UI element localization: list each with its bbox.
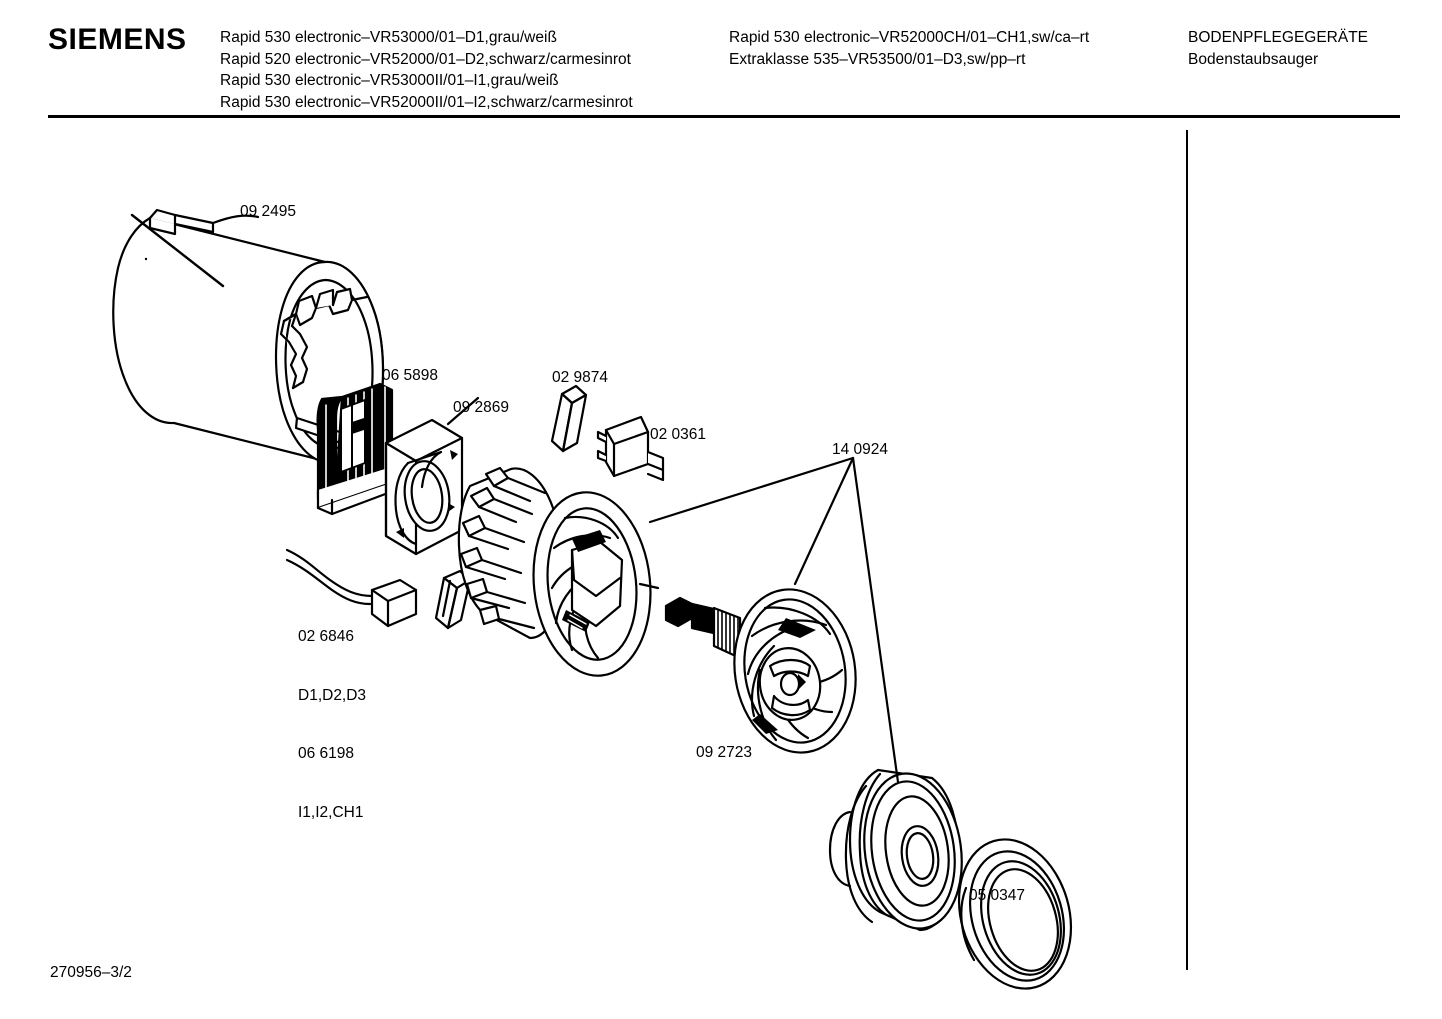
vertical-divider-rule — [1186, 130, 1188, 970]
cable-variant-1: D1,D2,D3 — [298, 686, 367, 704]
model-list-left: Rapid 530 electronic–VR53000/01–D1,grau/… — [220, 27, 633, 113]
leader-line-bearing-bracket — [446, 396, 480, 426]
page-header: SIEMENS Rapid 530 electronic–VR53000/01–… — [0, 0, 1442, 118]
part-label-brush-holder: 06 5898 — [382, 367, 439, 384]
part-impeller-fan — [664, 588, 857, 754]
exploded-view-svg — [112, 208, 1073, 990]
siemens-logo: SIEMENS — [48, 23, 187, 56]
part-label-motor-housing: 09 2495 — [240, 203, 297, 220]
model-line: Rapid 530 electronic–VR53000/01–D1,grau/… — [220, 29, 557, 46]
part-fan-housing — [828, 768, 963, 932]
part-label-pin-key: 02 9874 — [552, 369, 609, 386]
part-label-fan-housing: 14 0924 — [832, 441, 889, 458]
model-list-middle: Rapid 530 electronic–VR52000CH/01–CH1,sw… — [729, 27, 1089, 70]
department-block: BODENPFLEGEGERÄTE Bodenstaubsauger — [1188, 27, 1368, 70]
part-carbon-brush-lower — [434, 569, 472, 630]
part-connector-block — [596, 415, 665, 482]
department-subtitle: Bodenstaubsauger — [1188, 50, 1319, 68]
part-carbon-brush-upper — [285, 548, 418, 628]
part-label-seal-ring: 05 0347 — [969, 887, 1026, 904]
part-bearing-bracket — [384, 418, 464, 556]
model-line: Rapid 530 electronic–VR53000II/01–I1,gra… — [220, 72, 559, 89]
part-stator-core — [457, 466, 660, 677]
cable-variant-2: I1,I2,CH1 — [298, 803, 364, 821]
part-motor-housing-shell — [112, 208, 385, 465]
part-pin-key — [550, 384, 588, 453]
leader-lines-fan-housing — [648, 456, 900, 784]
part-brush-holder-block — [316, 382, 398, 516]
model-line: Rapid 530 electronic–VR52000II/01–I2,sch… — [220, 93, 633, 111]
department-title: BODENPFLEGEGERÄTE — [1188, 29, 1369, 46]
part-label-bearing-bracket: 09 2869 — [453, 399, 510, 416]
part-label-cable-set: 02 6846 D1,D2,D3 06 6198 I1,I2,CH1 — [298, 588, 366, 861]
header-divider-rule — [48, 115, 1400, 118]
model-line: Rapid 520 electronic–VR52000/01–D2,schwa… — [220, 50, 631, 68]
cable-code-2: 06 6198 — [298, 745, 355, 762]
sheet-number: 270956–3/2 — [50, 964, 132, 981]
part-label-impeller: 09 2723 — [696, 744, 753, 761]
model-line: Rapid 530 electronic–VR52000CH/01–CH1,sw… — [729, 29, 1090, 46]
model-line: Extraklasse 535–VR53500/01–D3,sw/pp–rt — [729, 50, 1026, 68]
exploded-view-drawing: 09 2495 06 5898 09 2869 02 9874 02 0361 … — [0, 118, 1442, 1019]
cable-code-1: 02 6846 — [298, 628, 355, 645]
part-seal-ring — [957, 838, 1073, 990]
part-label-connector: 02 0361 — [650, 426, 707, 443]
leader-line-motor-housing — [130, 213, 225, 288]
